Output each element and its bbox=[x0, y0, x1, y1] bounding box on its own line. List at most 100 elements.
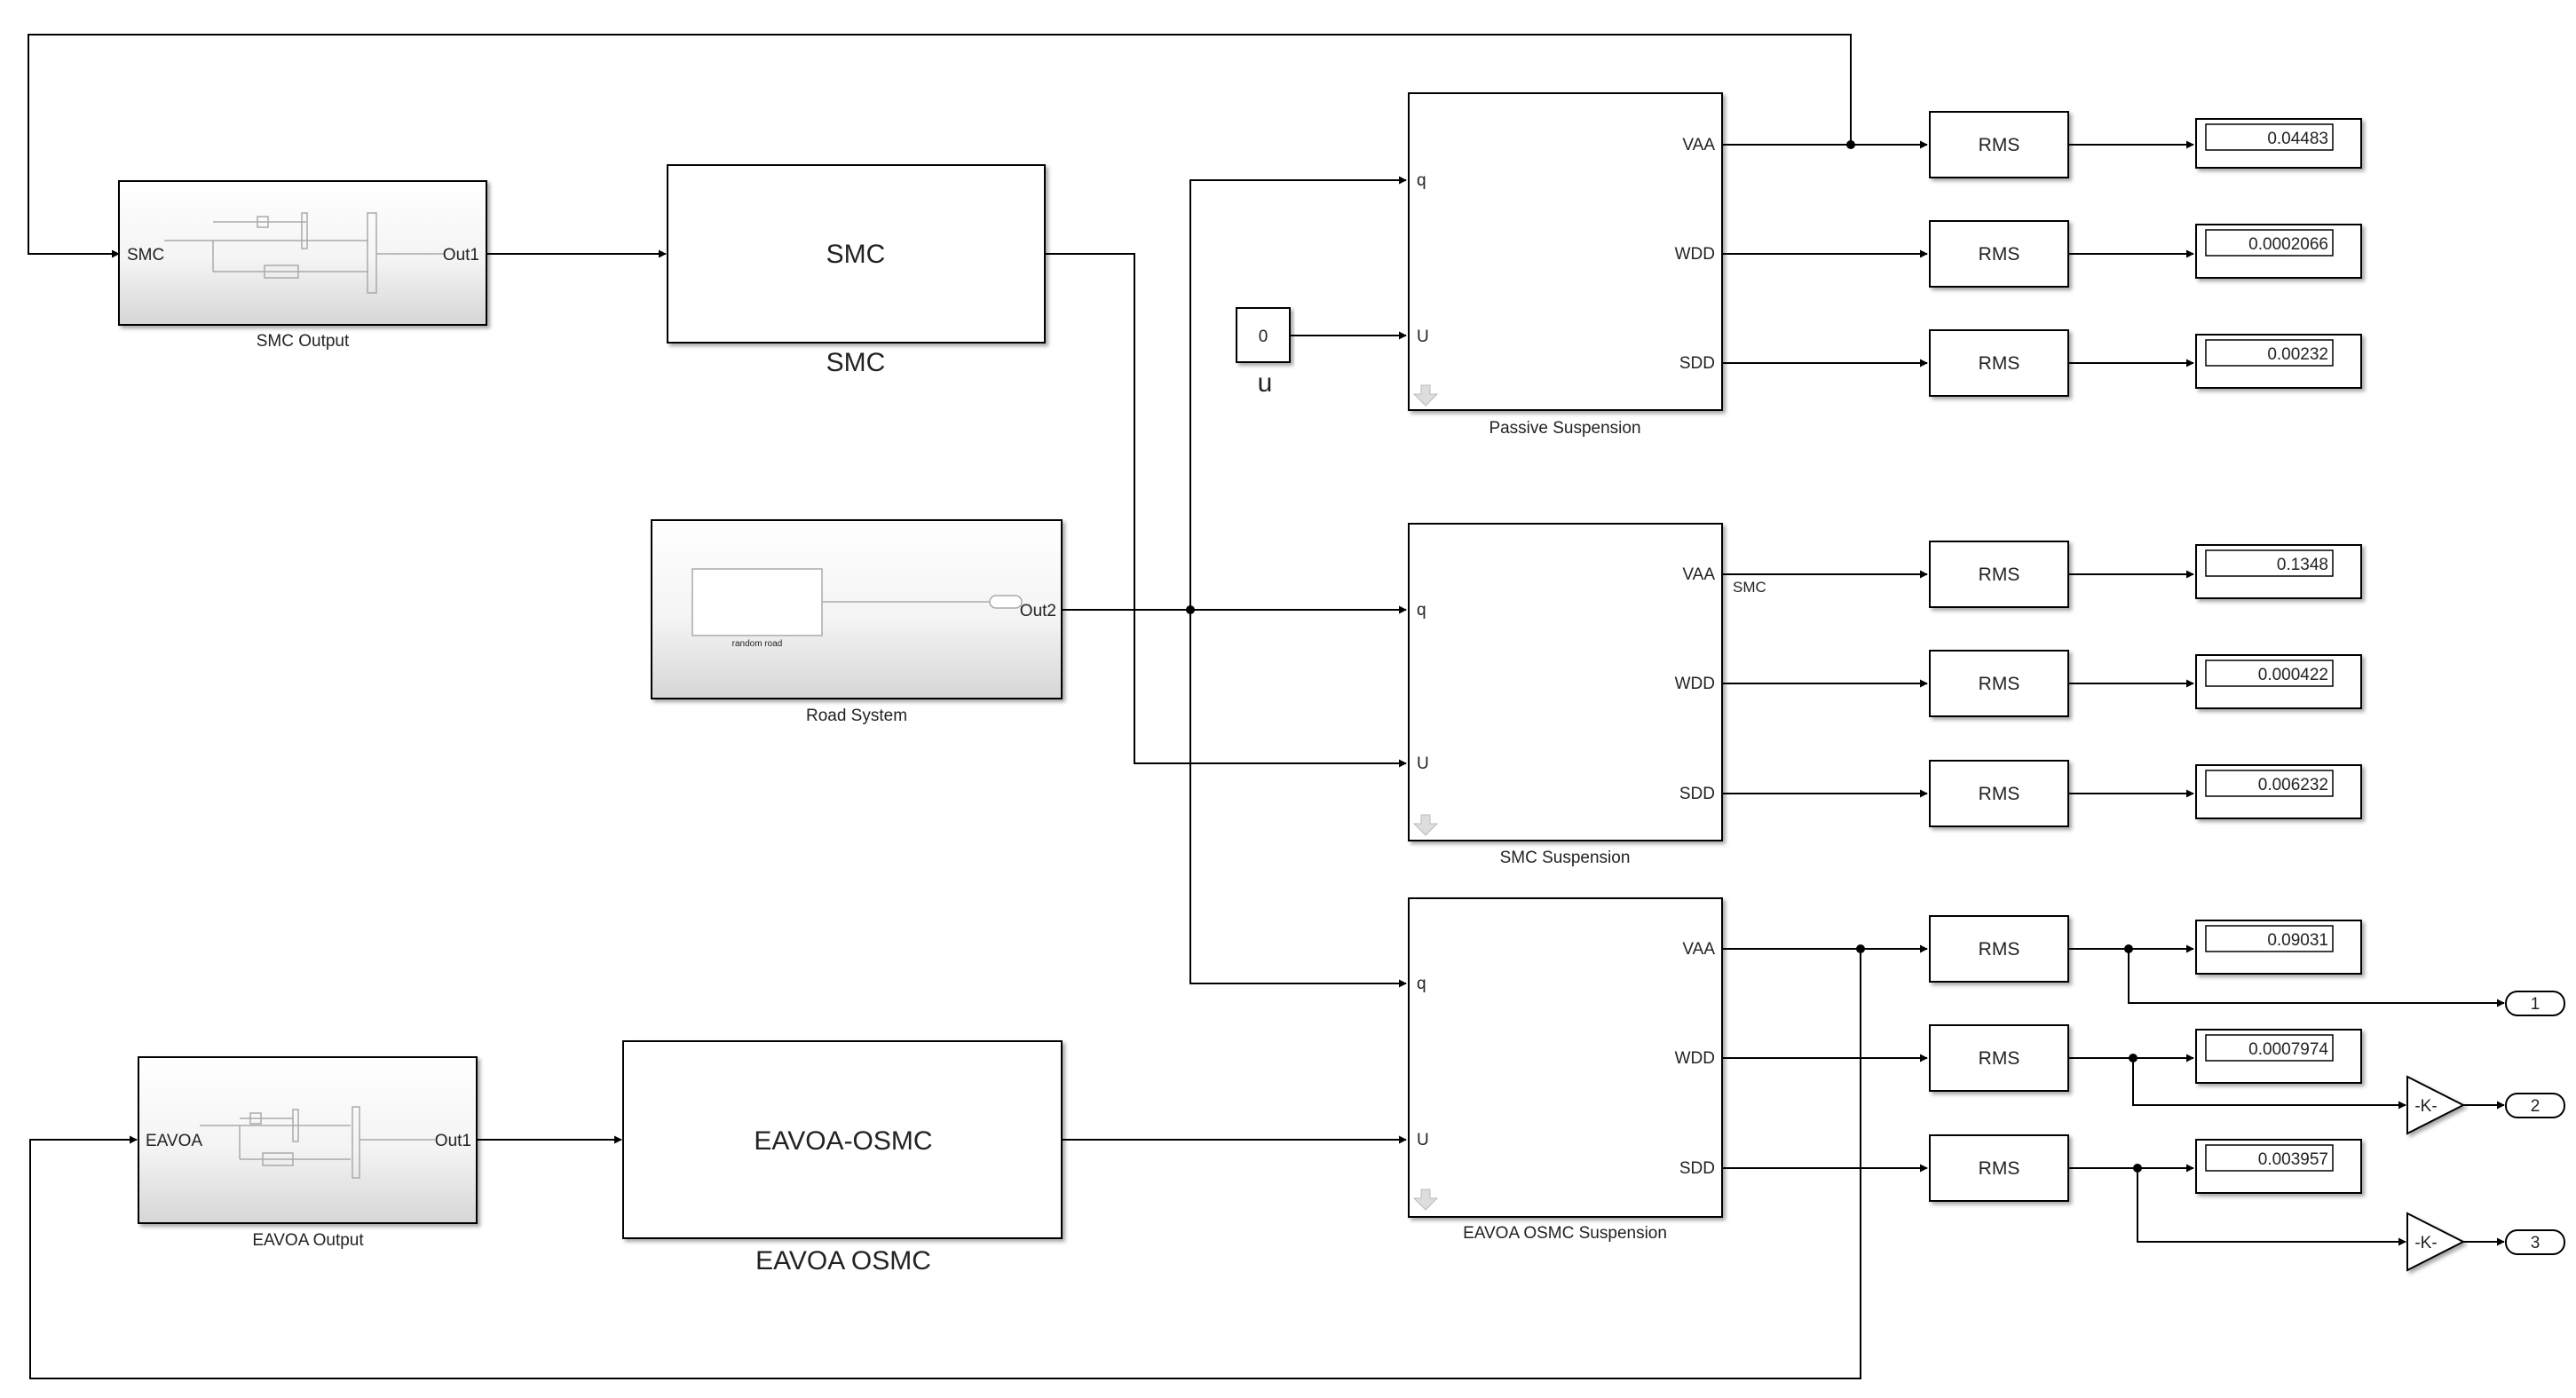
passive-out-vaa: VAA bbox=[1682, 136, 1715, 154]
random-road-block bbox=[691, 568, 823, 636]
line-rms7-to-outport1[interactable] bbox=[2128, 949, 2505, 1007]
passive-out-wdd: WDD bbox=[1675, 245, 1715, 264]
eavoa-susp-in-u: U bbox=[1417, 1131, 1429, 1149]
display-block[interactable]: 0.006232 bbox=[2195, 764, 2362, 819]
down-arrow-icon bbox=[1412, 384, 1439, 407]
passive-suspension-name: Passive Suspension bbox=[1489, 419, 1640, 438]
display-value: 0.0002066 bbox=[2248, 235, 2328, 254]
eavoa-osmc-block[interactable]: EAVOA-OSMC bbox=[622, 1040, 1063, 1239]
rms-block[interactable]: RMS bbox=[1929, 111, 2069, 178]
random-road-label: random road bbox=[732, 639, 783, 649]
smc-output-out-port: Out1 bbox=[443, 246, 479, 265]
branch-dot-road bbox=[1186, 605, 1195, 614]
branch-dot-eavoa-vaa bbox=[1856, 944, 1865, 953]
passive-suspension-block[interactable]: q U VAA WDD SDD bbox=[1408, 92, 1723, 411]
smc-suspension-block[interactable]: q U VAA WDD SDD bbox=[1408, 523, 1723, 841]
line-road-to-eavoa-q[interactable] bbox=[1189, 610, 1407, 988]
passive-out-sdd: SDD bbox=[1679, 354, 1715, 373]
line-smc-to-smcsusp-u[interactable] bbox=[1045, 253, 1407, 768]
branch-dot-rms9 bbox=[2133, 1164, 2142, 1173]
smc-output-block[interactable]: SMC Out1 bbox=[118, 180, 487, 326]
rms-block[interactable]: RMS bbox=[1929, 650, 2069, 717]
rms-label: RMS bbox=[1979, 353, 2020, 374]
down-arrow-icon bbox=[1412, 814, 1439, 836]
eavoa-susp-out-wdd: WDD bbox=[1675, 1049, 1715, 1068]
smc-signal-label: SMC bbox=[1733, 579, 1766, 596]
display-block[interactable]: 0.000422 bbox=[2195, 654, 2362, 709]
rms-blocks: RMS RMS RMS RMS RMS RMS RMS RMS RMS bbox=[1929, 111, 2069, 1202]
smc-block[interactable]: SMC bbox=[667, 164, 1046, 344]
rms-block[interactable]: RMS bbox=[1929, 1134, 2069, 1202]
rms-block[interactable]: RMS bbox=[1929, 541, 2069, 608]
branch-points bbox=[1186, 140, 2142, 1173]
eavoa-output-name: EAVOA Output bbox=[252, 1231, 364, 1250]
constant-block[interactable]: 0 bbox=[1236, 307, 1291, 363]
display-value: 0.1348 bbox=[2277, 556, 2328, 574]
passive-in-u: U bbox=[1417, 328, 1429, 346]
rms-label: RMS bbox=[1979, 565, 2020, 585]
line-road-to-passive-q[interactable] bbox=[1189, 176, 1407, 610]
gain-block[interactable]: -K- bbox=[2406, 1212, 2466, 1272]
smc-output-thumbnail bbox=[164, 212, 444, 294]
display-block[interactable]: 0.04483 bbox=[2195, 118, 2362, 169]
smc-name: SMC bbox=[826, 348, 886, 377]
eavoa-osmc-suspension-block[interactable]: q U VAA WDD SDD bbox=[1408, 897, 1723, 1218]
outport-number: 1 bbox=[2531, 995, 2540, 1014]
down-arrow-icon bbox=[1412, 1189, 1439, 1211]
display-block[interactable]: 0.1348 bbox=[2195, 544, 2362, 599]
rms-label: RMS bbox=[1979, 939, 2020, 960]
rms-label: RMS bbox=[1979, 784, 2020, 804]
display-value: 0.09031 bbox=[2267, 931, 2328, 950]
line-rms9-to-gain2[interactable] bbox=[2137, 1168, 2406, 1246]
road-system-out-port: Out2 bbox=[1020, 602, 1056, 620]
constant-name: u bbox=[1258, 368, 1273, 398]
display-block[interactable]: 0.0002066 bbox=[2195, 224, 2362, 279]
eavoa-output-block[interactable]: EAVOA Out1 bbox=[138, 1056, 478, 1224]
outport-block[interactable]: 3 bbox=[2505, 1229, 2565, 1255]
branch-dot-passive-vaa bbox=[1846, 140, 1855, 149]
smc-block-text: SMC bbox=[826, 240, 886, 269]
rms-block[interactable]: RMS bbox=[1929, 760, 2069, 827]
smc-susp-out-vaa: VAA bbox=[1682, 565, 1715, 584]
line-rms8-to-gain1[interactable] bbox=[2132, 1058, 2406, 1110]
feedback-line-eavoa[interactable] bbox=[29, 949, 1861, 1379]
outport-number: 3 bbox=[2531, 1234, 2540, 1252]
display-value: 0.0007974 bbox=[2248, 1040, 2328, 1059]
display-value: 0.003957 bbox=[2258, 1150, 2328, 1169]
gain-label: -K- bbox=[2414, 1234, 2437, 1252]
eavoa-osmc-name: EAVOA OSMC bbox=[755, 1246, 931, 1276]
road-system-block[interactable]: random road Out2 bbox=[651, 519, 1063, 699]
display-block[interactable]: 0.003957 bbox=[2195, 1139, 2362, 1194]
smc-suspension-name: SMC Suspension bbox=[1500, 849, 1631, 867]
display-block[interactable]: 0.00232 bbox=[2195, 334, 2362, 389]
display-value: 0.006232 bbox=[2258, 776, 2328, 794]
rms-block[interactable]: RMS bbox=[1929, 220, 2069, 288]
smc-susp-out-wdd: WDD bbox=[1675, 675, 1715, 693]
gain-block[interactable]: -K- bbox=[2406, 1075, 2466, 1135]
smc-output-in-port: SMC bbox=[127, 246, 164, 265]
rms-label: RMS bbox=[1979, 1158, 2020, 1179]
constant-value: 0 bbox=[1259, 328, 1268, 346]
branch-dot-rms7 bbox=[2124, 944, 2133, 953]
rms-block[interactable]: RMS bbox=[1929, 915, 2069, 983]
feedback-line-smc[interactable] bbox=[28, 34, 1852, 258]
outport-block[interactable]: 2 bbox=[2505, 1093, 2565, 1118]
smc-susp-in-u: U bbox=[1417, 754, 1429, 773]
road-system-name: Road System bbox=[806, 707, 907, 725]
rms-block[interactable]: RMS bbox=[1929, 1024, 2069, 1092]
rms-block[interactable]: RMS bbox=[1929, 329, 2069, 397]
outport-block[interactable]: 1 bbox=[2505, 991, 2565, 1016]
rms-label: RMS bbox=[1979, 244, 2020, 265]
display-block[interactable]: 0.0007974 bbox=[2195, 1029, 2362, 1084]
display-value: 0.04483 bbox=[2267, 130, 2328, 148]
rms-label: RMS bbox=[1979, 135, 2020, 155]
eavoa-output-out-port: Out1 bbox=[435, 1132, 471, 1150]
rms-label: RMS bbox=[1979, 674, 2020, 694]
outport-number: 2 bbox=[2531, 1097, 2540, 1116]
display-block[interactable]: 0.09031 bbox=[2195, 920, 2362, 975]
rms-label: RMS bbox=[1979, 1048, 2020, 1069]
smc-susp-out-sdd: SDD bbox=[1679, 785, 1715, 803]
eavoa-output-thumbnail bbox=[200, 1106, 435, 1179]
smc-output-name: SMC Output bbox=[257, 332, 350, 351]
